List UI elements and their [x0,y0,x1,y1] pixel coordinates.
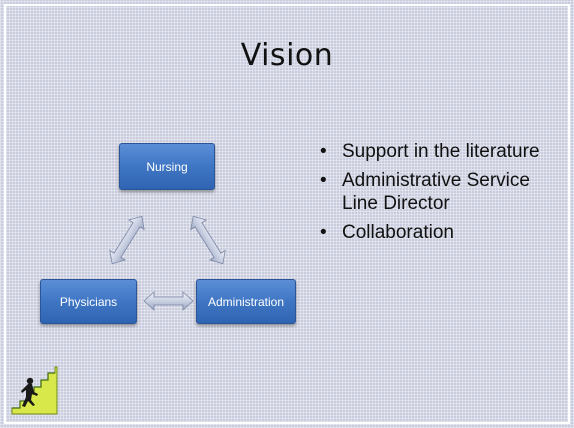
bullet-item: • Support in the literature [316,140,546,163]
node-physicians-label: Physicians [59,294,118,309]
node-nursing[interactable]: Nursing [119,143,215,190]
bullet-dot: • [320,141,327,162]
bullet-list: • Support in the literature • Administra… [316,140,546,250]
node-administration-label: Administration [207,294,285,309]
bullet-dot: • [320,170,327,191]
node-nursing-label: Nursing [146,159,188,174]
bullet-text: Support in the literature [342,141,540,162]
slide-title: Vision [240,38,334,73]
slide-frame [4,4,570,424]
bullet-dot: • [320,222,327,243]
node-administration[interactable]: Administration [196,279,296,324]
bullet-text: Administrative Service Line Director [342,170,530,214]
stair-climber-icon [11,366,58,415]
bullet-item: • Collaboration [316,221,546,244]
bullet-text: Collaboration [342,222,454,243]
node-physicians[interactable]: Physicians [40,279,137,324]
bullet-item: • Administrative Service Line Director [316,169,546,215]
